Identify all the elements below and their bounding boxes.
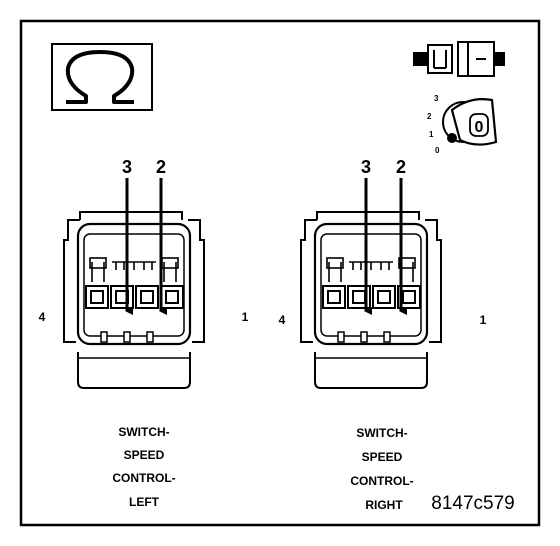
ignition-key-icon: 0 3 2 1 0 xyxy=(427,94,498,155)
right-connector: 3 2 4 1 xyxy=(279,157,487,390)
right-caption-line-1: SWITCH- xyxy=(356,426,407,440)
left-caption-line-3: CONTROL- xyxy=(112,471,175,485)
left-callout-3: 3 xyxy=(122,157,132,177)
right-caption: SWITCH- SPEED CONTROL- RIGHT xyxy=(350,426,413,512)
connector-pair-icon xyxy=(413,41,505,77)
figure-id: 8147c579 xyxy=(431,493,514,514)
left-caption-line-2: SPEED xyxy=(124,448,165,462)
left-caption-line-1: SWITCH- xyxy=(118,425,169,439)
figure-frame xyxy=(19,19,541,527)
key-position-1: 1 xyxy=(429,130,434,139)
left-pin-1-label: 1 xyxy=(242,310,249,324)
left-callout-2: 2 xyxy=(156,157,166,177)
ohm-meter-icon xyxy=(51,43,153,111)
key-position-label: 0 xyxy=(475,119,484,136)
left-caption-line-4: LEFT xyxy=(129,495,160,509)
left-caption: SWITCH- SPEED CONTROL- LEFT xyxy=(112,425,175,509)
right-callout-2: 2 xyxy=(396,157,406,177)
right-caption-line-2: SPEED xyxy=(362,450,403,464)
right-callout-3: 3 xyxy=(361,157,371,177)
key-position-2: 2 xyxy=(427,112,432,121)
left-connector: 3 2 4 1 xyxy=(39,157,249,390)
right-caption-line-4: RIGHT xyxy=(365,498,403,512)
left-pin-4-label: 4 xyxy=(39,310,46,324)
right-pin-1-label: 1 xyxy=(480,313,487,327)
key-position-3: 3 xyxy=(434,94,439,103)
right-caption-line-3: CONTROL- xyxy=(350,474,413,488)
right-pin-4-label: 4 xyxy=(279,313,286,327)
key-position-0: 0 xyxy=(435,146,440,155)
